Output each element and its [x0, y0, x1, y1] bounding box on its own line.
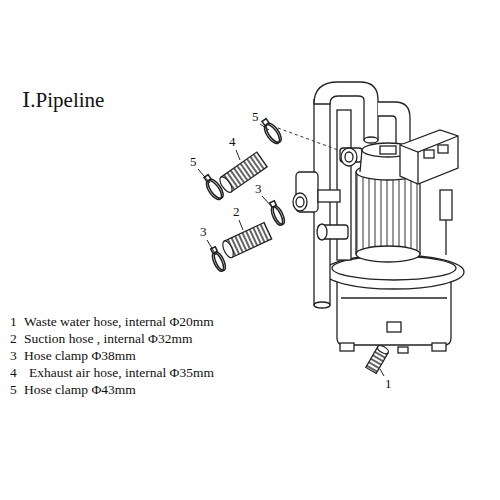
callout-number: 1 [385, 377, 392, 391]
list-number: 5 [10, 383, 17, 398]
list-text: Hose clamp Φ43mm [24, 383, 136, 398]
list-text: Waste water hose, internal Φ20mm [24, 315, 214, 330]
list-number: 2 [10, 332, 17, 347]
list-number: 3 [10, 349, 17, 364]
list-text: Exhaust air hose, internal Φ35mm [29, 366, 214, 381]
list-number: 4 [10, 366, 17, 381]
callout-number: 3 [200, 225, 207, 239]
callout-number: 4 [229, 135, 236, 149]
callout-number: 3 [255, 182, 262, 196]
callout-number: 2 [233, 205, 240, 219]
callout-number: 5 [190, 155, 197, 169]
list-text: Suction hose , internal Φ32mm [24, 332, 192, 347]
title: Ⅰ.Pipeline [22, 89, 104, 112]
list-number: 1 [10, 315, 17, 330]
list-text: Hose clamp Φ38mm [24, 349, 136, 364]
callout-number: 5 [252, 110, 259, 124]
